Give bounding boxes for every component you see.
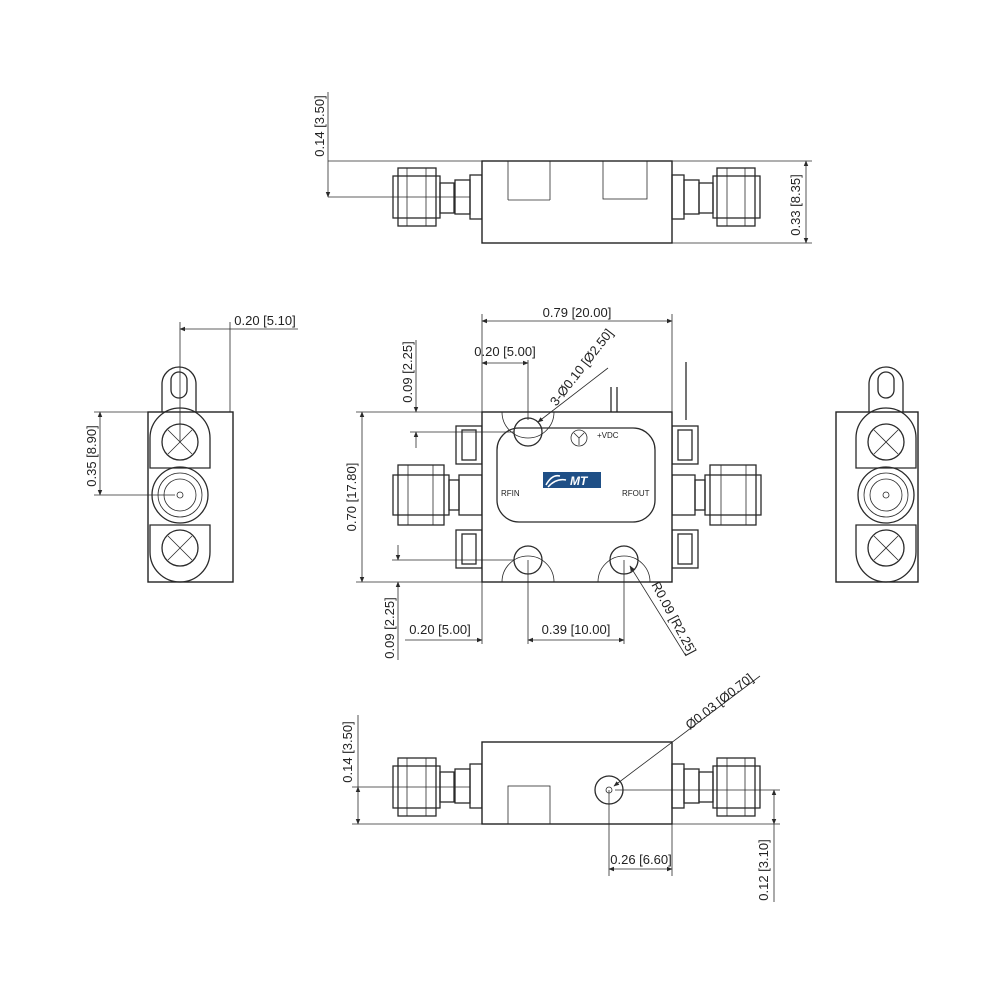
top-view-body xyxy=(481,160,673,244)
front-view-left-connector xyxy=(392,464,483,526)
radius-label: R0.09 [R2.25] xyxy=(649,579,700,657)
bottom-edge-label: 0.09 [2.25] xyxy=(382,597,397,658)
bottom-left-label: 0.20 [5.00] xyxy=(409,622,470,637)
vdc-label: +VDC xyxy=(597,431,619,440)
front-view-body xyxy=(481,411,673,583)
front-view: +VDC MT RFIN RFOUT 0.79 [20.00] 0.20 [5.… xyxy=(344,305,762,660)
left-view-screw-bottom-icon xyxy=(161,529,199,567)
rfout-label: RFOUT xyxy=(622,489,650,498)
pin-offset-label: 0.26 [6.60] xyxy=(610,852,671,867)
right-view-screw-top-icon xyxy=(867,423,905,461)
rfin-label: RFIN xyxy=(501,489,520,498)
left-view-height-label: 0.35 [8.90] xyxy=(84,425,99,486)
bottom-view-right-connector xyxy=(671,757,761,817)
top-view-height-label: 0.14 [3.50] xyxy=(312,95,327,156)
bottom-view: 0.14 [3.50] Ø0.03 [Ø0.70] 0.26 [6.60] 0.… xyxy=(340,670,780,902)
top-view: 0.14 [3.50] 0.33 [8.35] xyxy=(312,92,812,244)
right-view-screw-bottom-icon xyxy=(867,529,905,567)
vdc-symbol-icon xyxy=(570,429,588,447)
right-side-view xyxy=(835,366,919,583)
top-edge-label: 0.09 [2.25] xyxy=(400,341,415,402)
top-view-right-connector xyxy=(671,167,761,227)
left-view-width-label: 0.20 [5.10] xyxy=(234,313,295,328)
left-side-view: 0.20 [5.10] 0.35 [8.90] xyxy=(84,313,298,583)
bottom-view-body xyxy=(481,741,673,825)
pin-diameter-label: Ø0.03 [Ø0.70] xyxy=(682,670,756,732)
pin-height-label: 0.12 [3.10] xyxy=(756,839,771,900)
company-logo: MT xyxy=(543,472,601,488)
front-width-label: 0.79 [20.00] xyxy=(543,305,612,320)
front-height-label: 0.70 [17.80] xyxy=(344,463,359,532)
front-view-right-connector xyxy=(671,464,762,526)
hole-offset-label: 0.20 [5.00] xyxy=(474,344,535,359)
right-view-rf-connector-icon xyxy=(857,466,915,524)
bottom-mid-label: 0.39 [10.00] xyxy=(542,622,611,637)
top-view-right-height-label: 0.33 [8.35] xyxy=(788,174,803,235)
label-panel xyxy=(496,427,656,523)
bottom-view-left-height-label: 0.14 [3.50] xyxy=(340,721,355,782)
hole-diameter-label: 3-Ø0.10 [Ø2.50] xyxy=(547,326,616,409)
logo-text: MT xyxy=(570,474,589,488)
